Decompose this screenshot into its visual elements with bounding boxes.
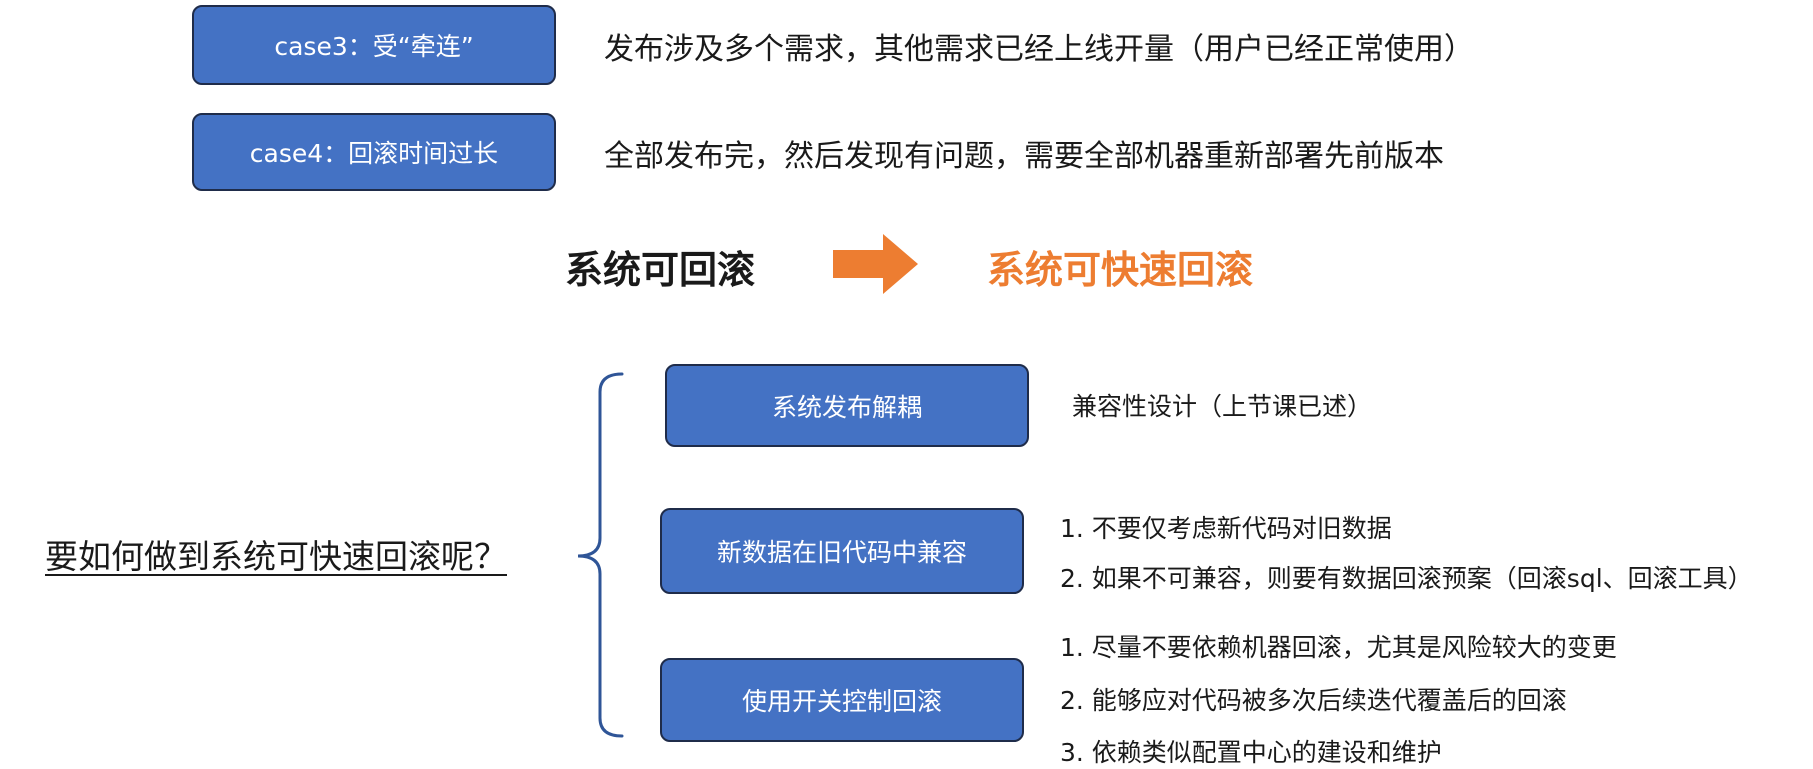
- solution-label: 系统发布解耦: [771, 392, 922, 422]
- right-arrow-icon: [833, 234, 918, 294]
- transition-to: 系统可快速回滚: [987, 248, 1254, 292]
- solution-box-compat: 新数据在旧代码中兼容: [660, 508, 1024, 594]
- solution-detail: 3. 依赖类似配置中心的建设和维护: [1060, 738, 1442, 767]
- solution-detail: 兼容性设计（上节课已述）: [1072, 392, 1373, 421]
- left-brace-icon: [577, 372, 624, 738]
- case4-label: case4：回滚时间过长: [249, 139, 499, 168]
- solution-box-switch: 使用开关控制回滚: [660, 658, 1024, 742]
- solution-detail: 1. 不要仅考虑新代码对旧数据: [1060, 514, 1392, 543]
- solution-detail: 1. 尽量不要依赖机器回滚，尤其是风险较大的变更: [1060, 633, 1617, 662]
- solution-label: 新数据在旧代码中兼容: [716, 538, 967, 567]
- case3-box: case3：受“牵连”: [192, 5, 556, 85]
- case4-box: case4：回滚时间过长: [192, 113, 556, 191]
- case3-description: 发布涉及多个需求，其他需求已经上线开量（用户已经正常使用）: [604, 32, 1474, 67]
- solution-detail: 2. 如果不可兼容，则要有数据回滚预案（回滚sql、回滚工具）: [1060, 564, 1753, 593]
- solution-label: 使用开关控制回滚: [741, 687, 942, 716]
- case4-description: 全部发布完，然后发现有问题，需要全部机器重新部署先前版本: [604, 139, 1444, 174]
- main-question: 要如何做到系统可快速回滚呢？: [45, 537, 507, 576]
- solution-box-decoupling: 系统发布解耦: [665, 364, 1029, 447]
- transition-from: 系统可回滚: [565, 248, 756, 292]
- case3-label: case3：受“牵连”: [274, 32, 474, 61]
- solution-detail: 2. 能够应对代码被多次后续迭代覆盖后的回滚: [1060, 686, 1567, 715]
